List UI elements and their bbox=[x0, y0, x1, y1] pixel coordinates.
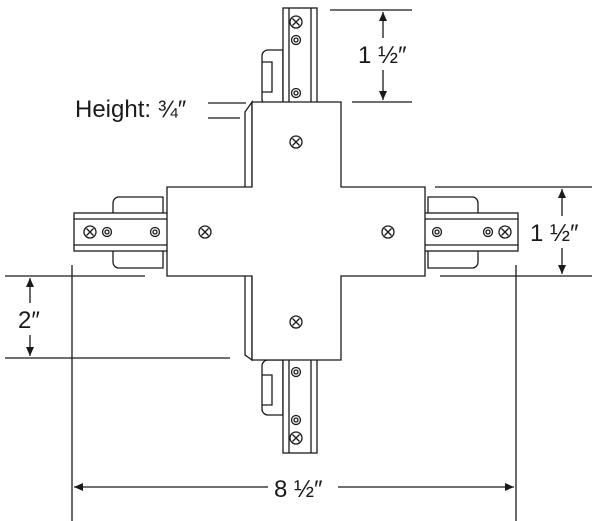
overall-width-label: 8 ½″ bbox=[274, 476, 323, 503]
dimension-height: Height: ¾″ bbox=[75, 96, 246, 123]
top-arm-length-label: 1 ½″ bbox=[358, 42, 407, 69]
height-label: Height: ¾″ bbox=[75, 96, 187, 123]
dimension-top-arm: 1 ½″ bbox=[330, 9, 415, 103]
dimension-overall-width: 8 ½″ bbox=[71, 265, 517, 521]
left-track-connector bbox=[73, 196, 171, 269]
dimension-left-offset: 2″ bbox=[5, 275, 230, 359]
dimension-right-arm: 1 ½″ bbox=[435, 186, 594, 277]
left-offset-label: 2″ bbox=[18, 307, 40, 334]
right-arm-width-label: 1 ½″ bbox=[530, 220, 579, 247]
right-track-connector bbox=[421, 196, 519, 269]
cross-body bbox=[166, 99, 426, 362]
bottom-track-connector bbox=[261, 357, 318, 454]
top-track-connector bbox=[261, 7, 318, 106]
